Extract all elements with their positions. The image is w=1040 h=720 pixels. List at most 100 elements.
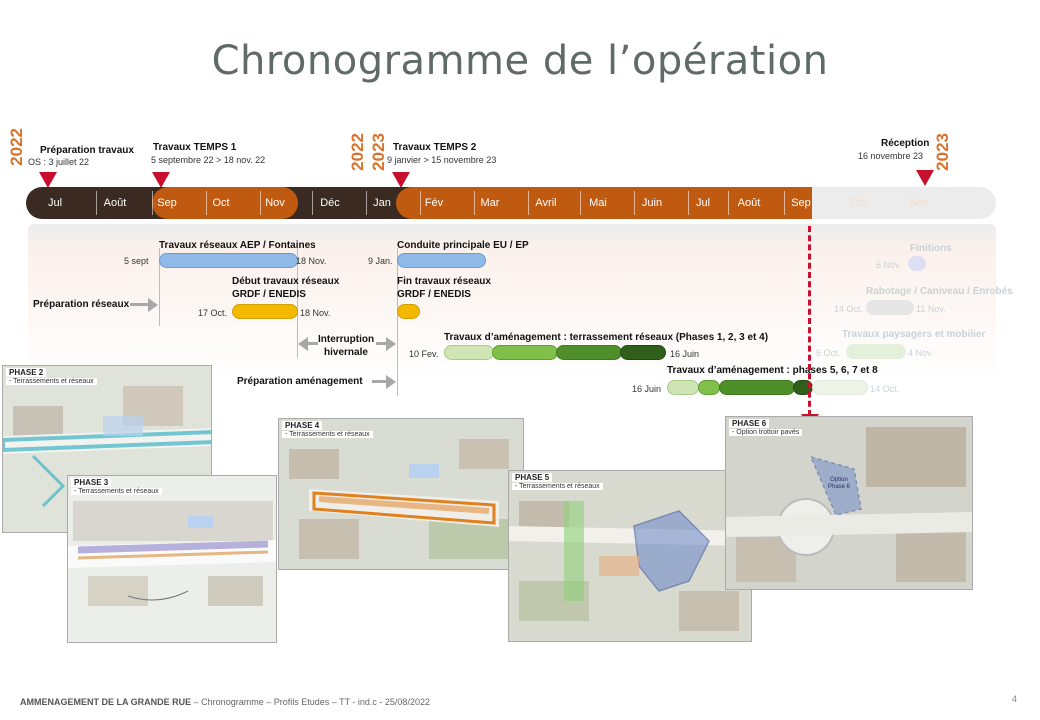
- task-grdf-debut-end: 18 Nov.: [300, 308, 331, 318]
- task-grdf-debut-start: 17 Oct.: [198, 308, 228, 318]
- month-separator: [152, 191, 153, 215]
- year-2022-mid: 2022: [348, 133, 367, 171]
- task-terrassement-end: 16 Juin: [670, 349, 700, 359]
- task-grdf-debut-bar: [232, 304, 298, 319]
- page-title: Chronogramme de l’opération: [211, 38, 829, 84]
- task-terrassement-start: 10 Fev.: [409, 349, 439, 359]
- task-paysagers-label: Travaux paysagers et mobilier: [842, 329, 986, 340]
- task-phases5678-start: 16 Juin: [632, 384, 662, 394]
- month-separator: [784, 191, 785, 215]
- task-phases5678-label: Travaux d’aménagement : phases 5, 6, 7 e…: [667, 365, 878, 376]
- interruption-arrow-right: [386, 337, 396, 351]
- month-label: Déc: [320, 197, 340, 209]
- prep-amenagement-arrow-head: [386, 375, 396, 389]
- interruption-label-1: Interruption: [318, 334, 375, 345]
- task-grdf-fin-bar: [397, 304, 420, 319]
- map-phase-5: PHASE 5 - Terrassements et réseaux: [508, 470, 752, 642]
- month-label: Oct: [212, 197, 230, 209]
- footer-rest: – Chronogramme – Profils Etudes – TT - i…: [191, 697, 430, 707]
- task-finitions-bar: [908, 256, 926, 271]
- task-phases5678-seg-1: [667, 380, 699, 395]
- map-phase-5-title: PHASE 5: [512, 473, 553, 482]
- month-label: Jan: [373, 197, 391, 209]
- guide-line-nov: [297, 248, 298, 358]
- map-phase-4-title: PHASE 4: [282, 421, 323, 430]
- task-paysagers-start: 6 Oct.: [816, 348, 841, 358]
- timeline-bar-future: [812, 187, 996, 219]
- month-label: Juin: [641, 197, 663, 209]
- map-phase-3-title: PHASE 3: [71, 478, 112, 487]
- month-label: Nov: [265, 197, 285, 209]
- milestone-temps1-title: Travaux TEMPS 1: [153, 142, 237, 153]
- task-phases5678-seg-5: [812, 380, 868, 395]
- interruption-arrow-left: [298, 337, 308, 351]
- milestone-reception-marker: [916, 170, 934, 186]
- timeline-bar-temps1: [152, 187, 298, 219]
- task-paysagers-end: 4 Nov.: [908, 348, 934, 358]
- task-aep-bar: [159, 253, 298, 268]
- month-separator: [260, 191, 261, 215]
- footer-text: AMMENAGEMENT DE LA GRANDE RUE – Chronogr…: [20, 697, 430, 707]
- task-rabotage-end: 11 Nov.: [916, 304, 946, 314]
- task-rabotage-bar: [866, 300, 914, 315]
- month-separator: [580, 191, 581, 215]
- task-finitions-label: Finitions: [910, 243, 952, 254]
- task-grdf-fin-label-2: GRDF / ENEDIS: [397, 289, 471, 300]
- map-phase-3: PHASE 3 - Terrassements et réseaux: [67, 475, 277, 643]
- current-date-line: [808, 226, 811, 416]
- task-eu-label: Conduite principale EU / EP: [397, 240, 529, 251]
- milestone-temps2-marker: [392, 172, 410, 188]
- map-phase-2-title: PHASE 2: [6, 368, 47, 377]
- interruption-arrow-line-left: [306, 342, 318, 345]
- milestone-prep-title: Préparation travaux: [40, 145, 134, 156]
- month-separator: [420, 191, 421, 215]
- prep-reseaux-arrow-head: [148, 298, 158, 312]
- milestone-prep-sub: OS : 3 juillet 22: [28, 157, 90, 167]
- month-label: Août: [737, 197, 761, 209]
- month-separator: [688, 191, 689, 215]
- month-label: Sep: [157, 197, 177, 209]
- map-phase-2-sub: - Terrassements et réseaux: [6, 378, 97, 385]
- month-separator: [474, 191, 475, 215]
- milestone-temps2-title: Travaux TEMPS 2: [393, 142, 477, 153]
- footer-bold: AMMENAGEMENT DE LA GRANDE RUE: [20, 697, 192, 707]
- month-label: Août: [103, 197, 127, 209]
- map-phase-6-title: PHASE 6: [729, 419, 770, 428]
- month-separator: [728, 191, 729, 215]
- map-phase-6: PHASE 6 - Option trottoir pavés Option P…: [725, 416, 973, 590]
- milestone-reception-sub: 16 novembre 23: [858, 151, 924, 161]
- map-phase-3-sub: - Terrassements et réseaux: [71, 488, 162, 495]
- task-grdf-debut-label-2: GRDF / ENEDIS: [232, 289, 306, 300]
- milestone-prep-marker: [39, 172, 57, 188]
- task-grdf-fin-label-1: Fin travaux réseaux: [397, 276, 491, 287]
- task-rabotage-label: Rabotage / Caniveau / Enrobés: [866, 286, 1013, 297]
- task-eu-bar: [397, 253, 486, 268]
- map-phase-5-sub: - Terrassements et réseaux: [512, 483, 603, 490]
- task-aep-label: Travaux réseaux AEP / Fontaines: [159, 240, 316, 251]
- map-phase-4-sub: - Terrassements et réseaux: [282, 431, 373, 438]
- month-separator: [312, 191, 313, 215]
- timeline-bar-temps2: [396, 187, 816, 219]
- prep-reseaux-arrow-line: [130, 303, 150, 306]
- page-number: 4: [1012, 694, 1018, 704]
- year-2023-mid: 2023: [369, 133, 388, 171]
- guide-line-sep: [159, 248, 160, 326]
- milestone-temps1-marker: [152, 172, 170, 188]
- task-prep-reseaux-label: Préparation réseaux: [33, 299, 130, 310]
- task-phases5678-end: 14 Oct.: [870, 384, 900, 394]
- prep-amenagement-arrow-line: [372, 380, 388, 383]
- task-paysagers-bar: [846, 344, 906, 359]
- month-label: Jul: [47, 197, 63, 209]
- task-grdf-debut-label-1: Début travaux réseaux: [232, 276, 340, 287]
- map-phase-6-zone-label: Option Phase 6: [827, 477, 851, 491]
- task-terrassement-seg-4: [620, 345, 666, 360]
- task-phases5678-seg-3: [719, 380, 795, 395]
- task-terrassement-seg-1: [444, 345, 494, 360]
- month-label: Fév: [424, 197, 444, 209]
- year-2022-left: 2022: [7, 128, 26, 166]
- month-separator: [634, 191, 635, 215]
- task-rabotage-start: 14 Oct.: [834, 304, 864, 314]
- guide-line-jan: [397, 248, 398, 396]
- year-2023-right: 2023: [933, 133, 952, 171]
- month-separator: [96, 191, 97, 215]
